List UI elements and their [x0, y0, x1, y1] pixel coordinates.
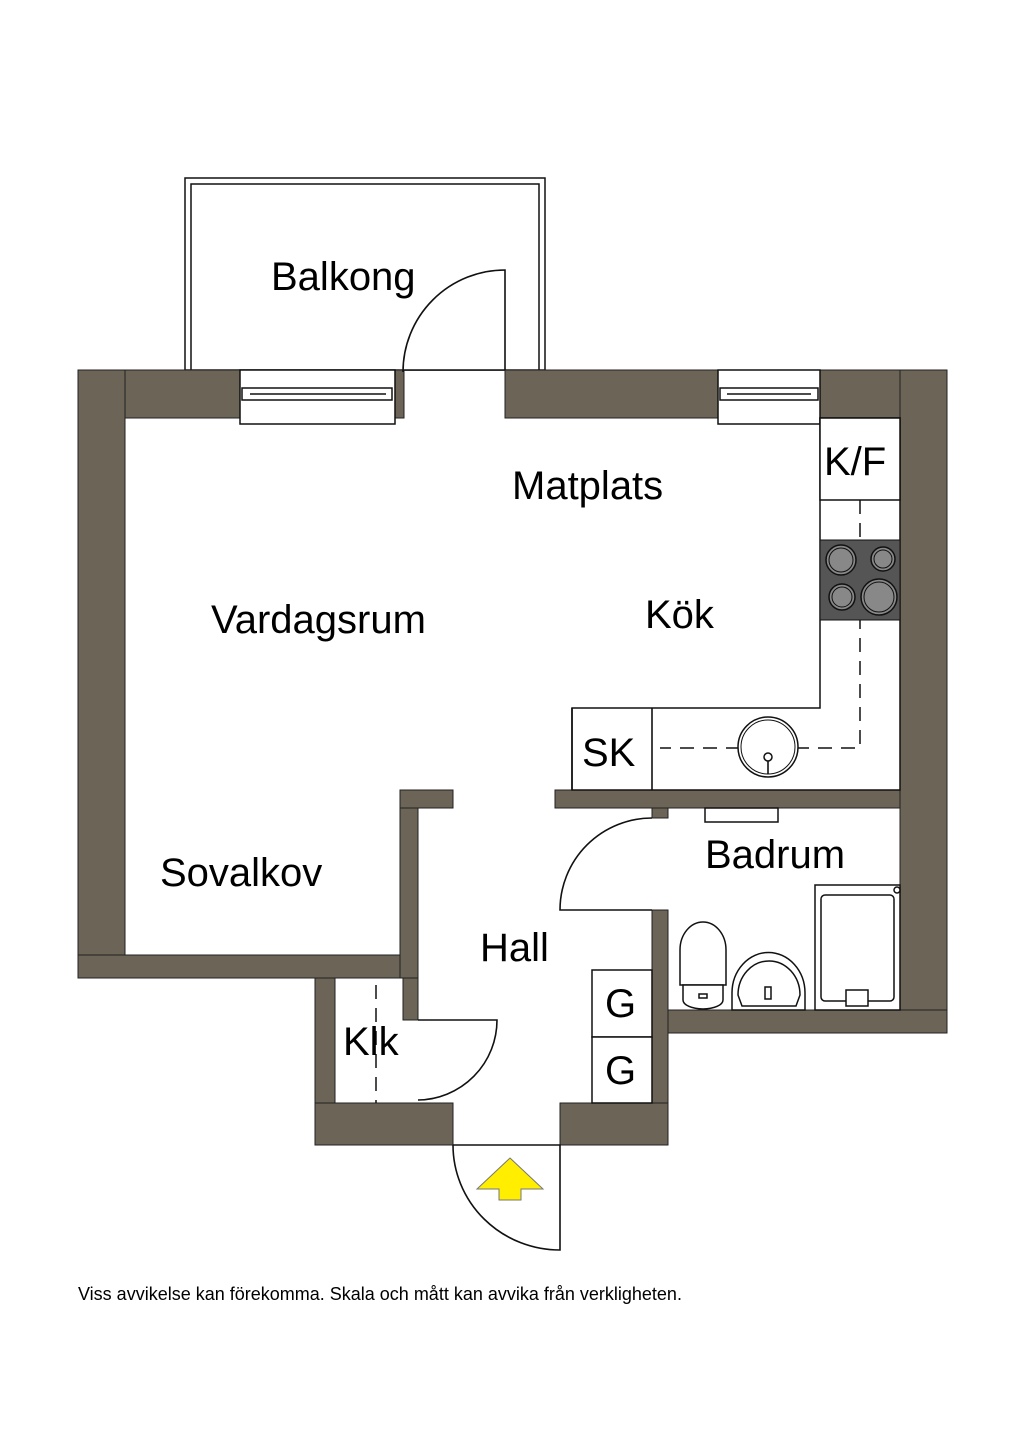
balcony: [184, 177, 546, 371]
bathroom-fixtures: [679, 807, 901, 1011]
washbasin-icon: [731, 951, 806, 1011]
wardrobe-g2: [591, 1036, 653, 1104]
room-label-sovalkov: Sovalkov: [160, 851, 322, 895]
kitchen-counter: [571, 417, 901, 791]
room-label-balkong: Balkong: [271, 255, 416, 299]
walls: [77, 369, 948, 1146]
room-label-matplats: Matplats: [512, 464, 663, 508]
bathtub-icon: [814, 884, 901, 1011]
toilet-icon: [679, 921, 727, 1010]
entrance-arrow-icon: [475, 1157, 545, 1201]
room-label-klk: Klk: [343, 1020, 400, 1064]
bathroom-vent: [704, 807, 779, 823]
entrance-door[interactable]: [452, 1144, 561, 1251]
wardrobe-g1: [591, 969, 653, 1038]
bathroom-door[interactable]: [559, 817, 653, 911]
room-label-badrum: Badrum: [705, 833, 845, 877]
fixture-label-sk: SK: [582, 731, 636, 775]
closet-door[interactable]: [417, 1019, 498, 1101]
window-kitchen: [717, 369, 821, 425]
stove-icon: [819, 539, 901, 621]
room-label-hall: Hall: [480, 926, 549, 970]
disclaimer-text: Viss avvikelse kan förekomma. Skala och …: [78, 1284, 682, 1304]
window-living: [239, 369, 396, 425]
fixture-label-kf: K/F: [824, 440, 886, 484]
fixture-label-g2: G: [605, 1049, 636, 1093]
room-label-kok: Kök: [645, 593, 715, 637]
fixture-label-g1: G: [605, 982, 636, 1026]
room-label-vardagsrum: Vardagsrum: [211, 598, 426, 642]
kitchen-sink-icon: [737, 716, 799, 778]
balcony-door[interactable]: [402, 269, 506, 373]
